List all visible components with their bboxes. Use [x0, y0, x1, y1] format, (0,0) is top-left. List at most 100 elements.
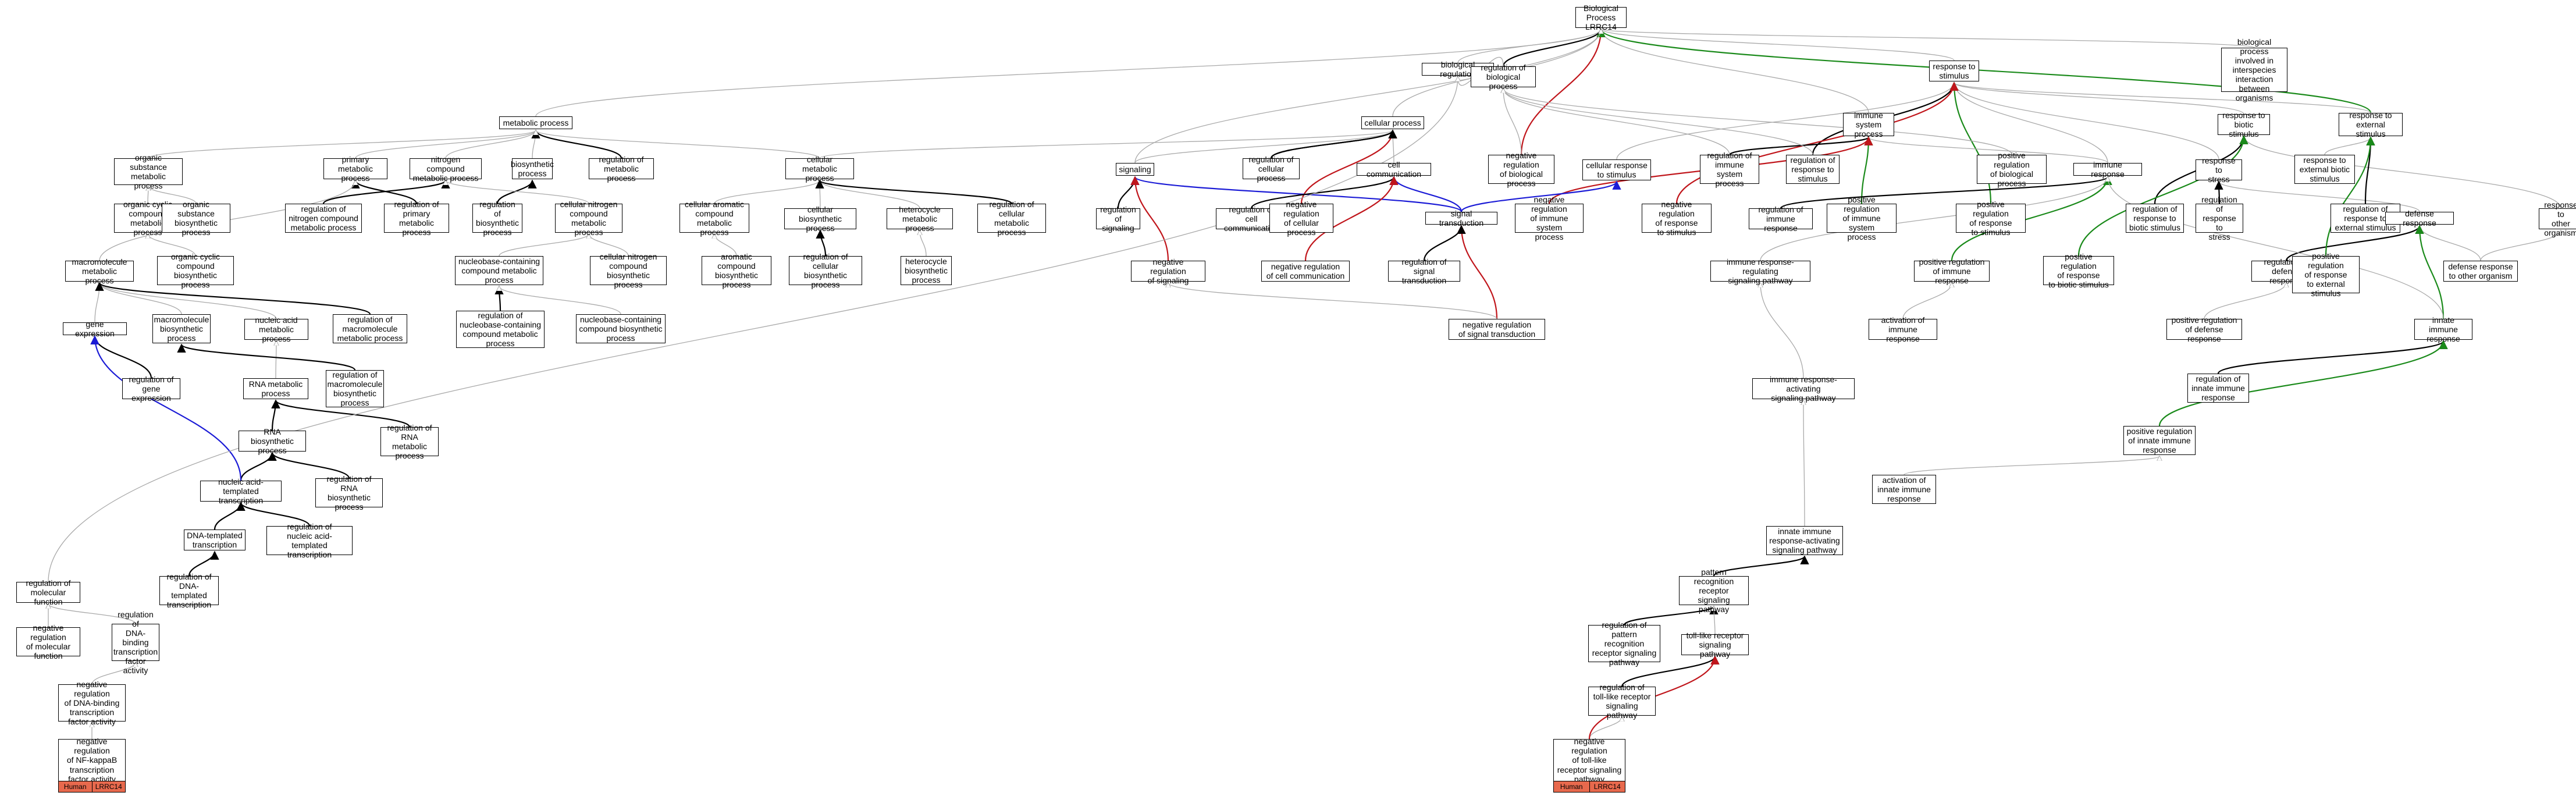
go-term-reg-innate[interactable]: regulation of innate immune response — [2187, 374, 2249, 403]
go-term-arom-bios[interactable]: aromatic compound biosynthetic process — [702, 252, 771, 289]
go-term-innate[interactable]: innate immune response — [2414, 315, 2472, 343]
go-term-immresp[interactable]: immune response — [2073, 160, 2142, 179]
go-term-pos-reg-defense[interactable]: positive regulation of defense response — [2166, 315, 2242, 343]
go-term-reg-macro-bios[interactable]: regulation of macromolecule biosynthetic… — [326, 370, 384, 407]
go-term-rna-bios[interactable]: RNA biosynthetic process — [239, 427, 306, 455]
go-term-reg-mol-func[interactable]: regulation of molecular function — [16, 578, 80, 606]
go-term-nuc-templ[interactable]: nucleic acid-templated transcription — [200, 477, 282, 505]
go-term-reg-prim[interactable]: regulation of primary metabolic process — [384, 200, 449, 237]
go-term-reg-rna-bios[interactable]: regulation of RNA biosynthetic process — [315, 474, 383, 511]
go-term-reg-dna-templ[interactable]: regulation of DNA-templated transcriptio… — [159, 572, 219, 609]
go-term-defense[interactable]: defense response — [2385, 209, 2454, 228]
go-term-resp-other-org[interactable]: response to other organism — [2539, 200, 2576, 237]
go-term-signaling[interactable]: signaling — [1116, 163, 1154, 176]
go-term-reg-cell-met[interactable]: regulation of cellular metabolic process — [977, 200, 1046, 237]
go-term-pos-reg-innate[interactable]: positive regulation of innate immune res… — [2123, 426, 2196, 455]
go-term-org-subst-bios[interactable]: organic substance biosynthetic process — [162, 200, 230, 237]
go-term-nucleobase-met[interactable]: nucleobase-containing compound metabolic… — [455, 256, 543, 285]
go-term-prim-met[interactable]: primary metabolic process — [323, 155, 387, 183]
go-term-reg-resp-ext[interactable]: regulation of response to external stimu… — [2331, 204, 2400, 233]
go-term-macro-met[interactable]: macromolecule metabolic process — [65, 257, 134, 285]
go-term-cell-met[interactable]: cellular metabolic process — [785, 155, 854, 183]
go-term-cell-bios[interactable]: cellular biosynthetic process — [784, 205, 856, 233]
go-term-neg-reg-sig-trans[interactable]: negative regulation of signal transducti… — [1449, 319, 1545, 340]
go-term-reg-nuc-templ[interactable]: regulation of nucleic acid-templated tra… — [266, 522, 353, 559]
go-term-pos-reg-bp[interactable]: positive regulation of biological proces… — [1977, 151, 2047, 188]
go-term-macro-bios[interactable]: macromolecule biosynthetic process — [152, 314, 211, 343]
go-term-heterocycle-bios[interactable]: heterocycle biosynthetic process — [901, 256, 952, 285]
go-term-biosynth[interactable]: biosynthetic process — [511, 158, 554, 179]
go-term-reg-prr-sig[interactable]: regulation of pattern recognition recept… — [1588, 620, 1660, 667]
go-term-cell-nitro[interactable]: cellular nitrogen compound metabolic pro… — [555, 200, 622, 237]
go-term-neg-reg-resp[interactable]: negative regulation of response to stimu… — [1642, 200, 1712, 237]
go-term-reg-signaling[interactable]: regulation of signaling — [1096, 205, 1140, 233]
go-term-immsys[interactable]: immune system process — [1843, 111, 1894, 138]
go-term-reg-macro-met[interactable]: regulation of macromolecule metabolic pr… — [333, 314, 407, 343]
go-term-neg-reg-cellproc[interactable]: negative regulation of cellular process — [1269, 200, 1333, 237]
annotation-tag-lrrc14[interactable]: LRRC14 — [91, 781, 125, 792]
go-term-neg-reg-signaling[interactable]: negative regulation of signaling — [1131, 257, 1205, 285]
go-term-heterocycle[interactable]: heterocycle metabolic process — [887, 205, 953, 233]
go-term-resp-biotic[interactable]: response to biotic stimulus — [2218, 111, 2270, 138]
go-term-interspecies[interactable]: biological process involved in interspec… — [2221, 37, 2287, 102]
go-term-gene-expr[interactable]: gene expression — [63, 319, 127, 338]
go-term-leaf-leaf-tlr[interactable]: negative regulation of toll-like recepto… — [1553, 737, 1625, 793]
go-term-tlr-sig[interactable]: toll-like receptor signaling pathway — [1681, 631, 1749, 659]
go-term-cell-arom[interactable]: cellular aromatic compound metabolic pro… — [679, 200, 749, 237]
go-term-resp-stim[interactable]: response to stimulus — [1929, 61, 1979, 81]
go-term-pos-reg-resp-stim[interactable]: positive regulation of immune system pro… — [1827, 195, 1897, 241]
go-term-resp-ext[interactable]: response to external stimulus — [2339, 111, 2403, 138]
go-term-nitro-met[interactable]: nitrogen compound metabolic process — [410, 155, 482, 183]
go-term-reg-immsys[interactable]: regulation of immune system process — [1700, 151, 1759, 188]
go-term-reg-rna-met[interactable]: regulation of RNA metabolic process — [380, 423, 439, 460]
go-term-neg-reg-mol-func[interactable]: negative regulation of molecular functio… — [16, 623, 80, 660]
go-term-reg-resp-stim[interactable]: regulation of response to stimulus — [1786, 155, 1840, 184]
go-term-neg-reg-cellcomm[interactable]: negative regulation of cell communicatio… — [1261, 261, 1350, 282]
go-term-act-innate[interactable]: activation of innate immune response — [1872, 475, 1936, 504]
annotation-tag-human[interactable]: Human — [1554, 781, 1589, 792]
go-term-reg-tlr-sig[interactable]: regulation of toll-like receptor signali… — [1588, 683, 1656, 720]
go-term-rna-met[interactable]: RNA metabolic process — [243, 378, 308, 399]
go-term-reg-resp-biotic[interactable]: regulation of response to biotic stimulu… — [2126, 204, 2184, 233]
annotation-tag-human[interactable]: Human — [59, 781, 92, 792]
go-term-cellproc[interactable]: cellular process — [1361, 116, 1424, 129]
go-term-reg-met[interactable]: regulation of metabolic process — [589, 155, 654, 183]
go-term-def-other-org[interactable]: defense response to other organism — [2443, 261, 2518, 282]
annotation-tag-lrrc14[interactable]: LRRC14 — [1589, 781, 1625, 792]
go-term-nucleobase-bios[interactable]: nucleobase-containing compound biosynthe… — [576, 314, 666, 343]
go-term-cell-resp-stim[interactable]: cellular response to stimulus — [1582, 159, 1651, 180]
go-term-dna-templ[interactable]: DNA-templated transcription — [184, 530, 245, 550]
go-term-imm-resp-reg-sig[interactable]: immune response-regulating signaling pat… — [1710, 257, 1810, 285]
go-term-bp[interactable]: Biological Process LRRC14 — [1575, 3, 1627, 31]
go-term-nucleic-met[interactable]: nucleic acid metabolic process — [244, 315, 308, 343]
go-term-leaf-leaf-nfkb[interactable]: negative regulation of NF-kappaB transcr… — [58, 737, 126, 793]
go-term-resp-ext-biotic[interactable]: response to external biotic stimulus — [2294, 155, 2355, 184]
go-term-reg-sig-trans[interactable]: regulation of signal transduction — [1388, 257, 1460, 285]
go-term-reg-dna-bind[interactable]: regulation of DNA-binding transcription … — [112, 610, 159, 675]
go-term-cellcomm[interactable]: cell communication — [1357, 160, 1431, 179]
go-term-metproc[interactable]: metabolic process — [499, 116, 572, 129]
go-term-neg-reg-dna-bind[interactable]: negative regulation of DNA-binding trans… — [58, 680, 126, 726]
go-term-reg-nitro[interactable]: regulation of nitrogen compound metaboli… — [285, 204, 362, 233]
go-term-sig-trans[interactable]: signal transduction — [1425, 209, 1497, 228]
go-term-reg-immresp[interactable]: regulation of immune response — [1749, 205, 1813, 233]
go-term-reg-nucleobase[interactable]: regulation of nucleobase-containing comp… — [456, 311, 545, 348]
go-term-act-immresp[interactable]: activation of immune response — [1869, 315, 1937, 343]
go-term-pos-reg-resp-stim2[interactable]: positive regulation of response to stimu… — [1956, 200, 2026, 237]
go-term-cell-nitro-bios[interactable]: cellular nitrogen compound biosynthetic … — [590, 252, 667, 289]
go-term-reg-cellproc[interactable]: regulation of cellular process — [1243, 155, 1300, 183]
go-term-pos-reg-immresp[interactable]: positive regulation of immune response — [1914, 257, 1990, 285]
go-term-reg-bios[interactable]: regulation of biosynthetic process — [472, 200, 522, 237]
go-term-reg-resp-stress[interactable]: regulation of response to stress — [2196, 195, 2243, 241]
go-term-imm-resp-act-sig[interactable]: immune response-activating signaling pat… — [1752, 375, 1855, 403]
go-term-org-cyc-bios[interactable]: organic cyclic compound biosynthetic pro… — [157, 252, 234, 289]
go-term-reg-bp[interactable]: regulation of biological process — [1471, 63, 1536, 91]
go-term-innate-act-sig[interactable]: innate immune response-activating signal… — [1766, 526, 1843, 555]
go-term-prr-sig[interactable]: pattern recognition receptor signaling p… — [1679, 567, 1749, 614]
go-term-reg-cell-bios[interactable]: regulation of cellular biosynthetic proc… — [789, 252, 862, 289]
go-term-neg-reg-bp[interactable]: negative regulation of biological proces… — [1488, 151, 1554, 188]
go-term-pos-reg-resp-ext[interactable]: positive regulation of response to exter… — [2292, 251, 2360, 298]
go-term-org-subst[interactable]: organic substance metabolic process — [114, 153, 183, 190]
go-term-neg-reg-imm[interactable]: negative regulation of immune system pro… — [1515, 195, 1584, 241]
go-term-reg-gene-expr[interactable]: regulation of gene expression — [122, 375, 180, 403]
